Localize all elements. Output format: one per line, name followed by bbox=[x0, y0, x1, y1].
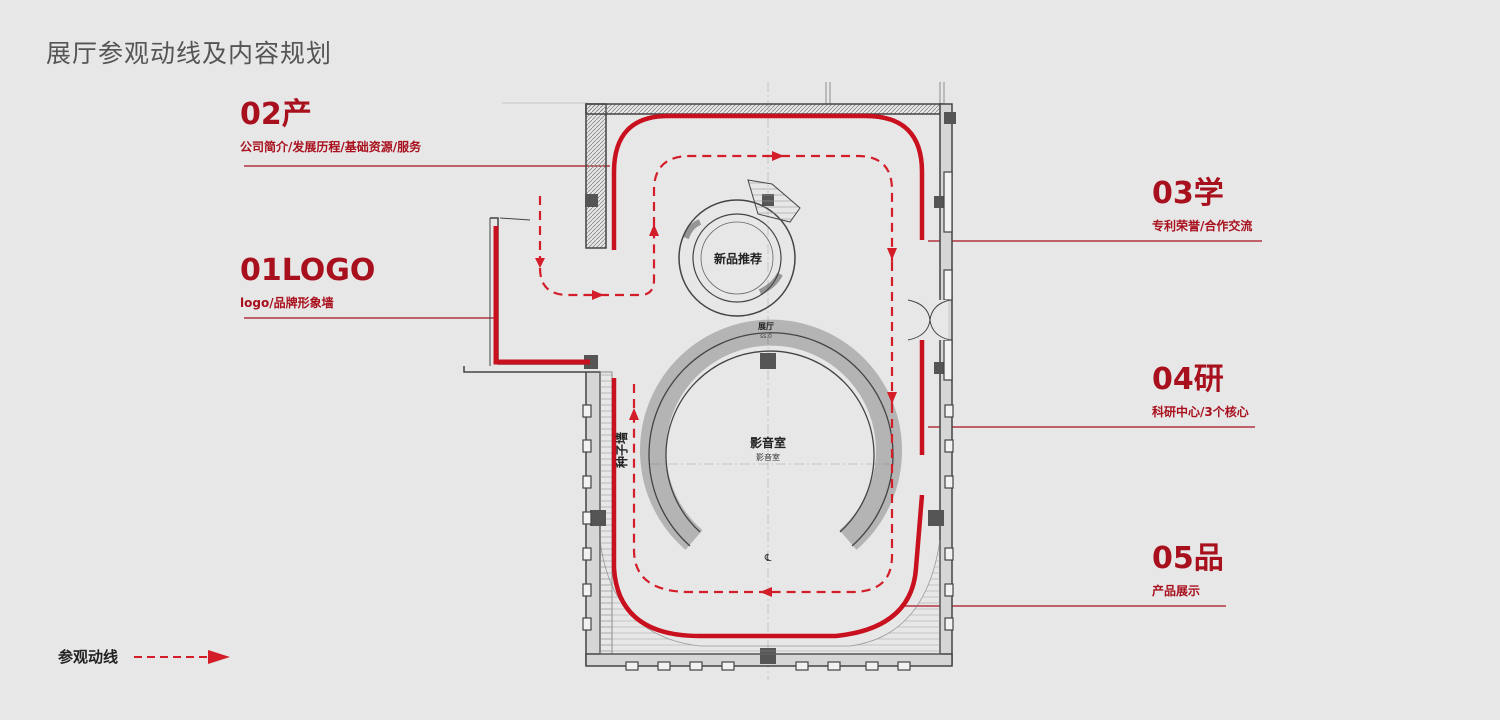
callout-02-number: 02产 bbox=[240, 97, 312, 132]
label-hall: 展厅 bbox=[757, 322, 774, 331]
route-bottom bbox=[632, 408, 768, 594]
callout-01: 01LOGO logo/品牌形象墙 bbox=[240, 256, 375, 311]
callout-02: 02产 公司简介/发展历程/基础资源/服务 bbox=[240, 100, 421, 155]
exhibit-wall-bottom bbox=[611, 378, 925, 639]
callout-05-desc: 产品展示 bbox=[1152, 584, 1201, 598]
route-top bbox=[766, 154, 894, 262]
callout-03-desc: 专利荣誉/合作交流 bbox=[1152, 219, 1253, 233]
right-door bbox=[907, 299, 951, 341]
label-theater-small: 影音室 bbox=[756, 452, 780, 462]
window-mullions bbox=[582, 171, 954, 671]
callout-02-desc: 公司简介/发展历程/基础资源/服务 bbox=[240, 140, 422, 154]
callout-05: 05品 产品展示 bbox=[1152, 544, 1224, 599]
legend-label: 参观动线 bbox=[58, 648, 119, 666]
page-title: 展厅参观动线及内容规划 bbox=[46, 39, 333, 68]
callout-01-desc: logo/品牌形象墙 bbox=[240, 296, 334, 310]
new-product-display bbox=[678, 179, 801, 317]
exhibit-wall bbox=[611, 113, 925, 250]
callout-04: 04研 科研中心/3个核心 bbox=[1152, 365, 1249, 420]
route-right-down bbox=[768, 404, 894, 594]
label-center-mark: ℄ bbox=[764, 553, 772, 564]
route-arrow bbox=[649, 224, 659, 236]
callout-03: 03学 专利荣誉/合作交流 bbox=[1152, 179, 1252, 234]
route-loop bbox=[652, 154, 766, 226]
context-lines bbox=[502, 82, 945, 680]
callout-03-number: 03学 bbox=[1152, 176, 1224, 211]
callout-04-desc: 科研中心/3个核心 bbox=[1152, 405, 1249, 419]
label-seed-wall: 种子墙 bbox=[614, 432, 629, 469]
label-hall-small: ss.0 bbox=[760, 333, 772, 340]
callout-05-number: 05品 bbox=[1152, 541, 1224, 576]
landscape-strip bbox=[599, 539, 941, 655]
route-turn-1 bbox=[538, 267, 600, 297]
route-arrow bbox=[592, 290, 604, 300]
route-arrow bbox=[887, 392, 897, 404]
callout-04-number: 04研 bbox=[1152, 362, 1224, 397]
route-arrow bbox=[887, 248, 897, 260]
route-arrow bbox=[535, 258, 545, 268]
legend: 参观动线 bbox=[58, 646, 232, 667]
callout-01-number: 01LOGO bbox=[240, 253, 376, 288]
route-arrow bbox=[629, 408, 639, 420]
route-arrow bbox=[772, 151, 784, 161]
route-arrow bbox=[760, 587, 772, 597]
route-turn-2 bbox=[600, 226, 656, 297]
callout-lines bbox=[244, 165, 1262, 607]
label-new-product: 新品推荐 bbox=[714, 251, 762, 266]
legend-route-arrow-icon bbox=[134, 649, 231, 664]
label-theater: 影音室 bbox=[750, 435, 786, 450]
visitor-route bbox=[538, 154, 894, 594]
route-arrows bbox=[535, 151, 897, 597]
logo-wall bbox=[493, 226, 590, 365]
